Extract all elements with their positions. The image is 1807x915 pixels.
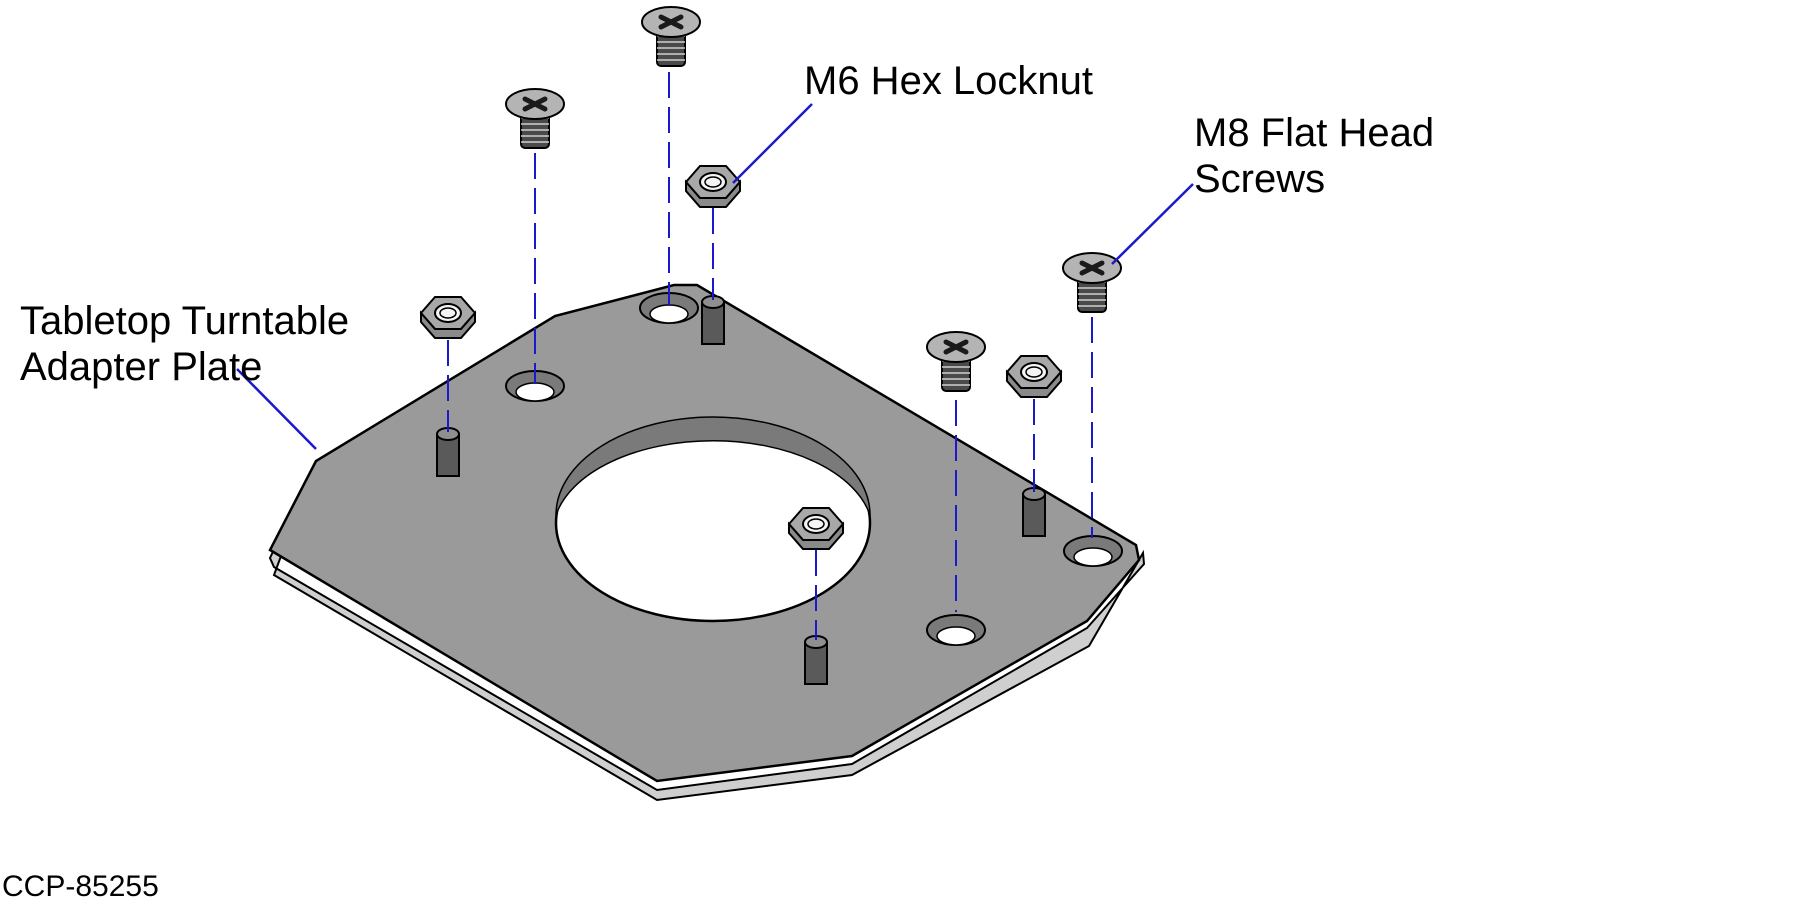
adapter-plate-label-line2: Adapter Plate [20,345,263,389]
alignment-lines [447,72,1093,640]
mounting-stud [1022,487,1046,537]
adapter-plate-label-line1: Tabletop Turntable [20,299,350,343]
countersunk-hole [1063,535,1123,567]
hex-locknut [685,165,741,208]
hex-locknut [788,507,844,550]
hex-locknut-label-line1: M6 Hex Locknut [804,59,1094,103]
flat-head-screw [506,89,564,148]
flat-head-screws-label-line1: M8 Flat Head [1194,111,1435,155]
mounting-stud [436,427,460,477]
flat-head-screws-label: M8 Flat Head Screws [1194,110,1434,202]
hex-locknut [1006,355,1062,398]
leader-lines [236,103,1194,450]
flat-head-screw [642,7,700,66]
adapter-plate [268,283,1146,802]
countersunk-hole [926,614,986,646]
mounting-stud [804,635,828,685]
hex-locknut [420,296,476,339]
document-id: CCP-85255 [2,870,159,903]
hex-locknut-label: M6 Hex Locknut [804,58,1093,104]
flat-head-screw [1063,253,1121,312]
mounting-stud [701,295,725,345]
adapter-plate-label: Tabletop Turntable Adapter Plate [20,298,349,390]
flat-head-screw [927,332,985,391]
flat-head-screws-label-line2: Screws [1194,157,1326,201]
